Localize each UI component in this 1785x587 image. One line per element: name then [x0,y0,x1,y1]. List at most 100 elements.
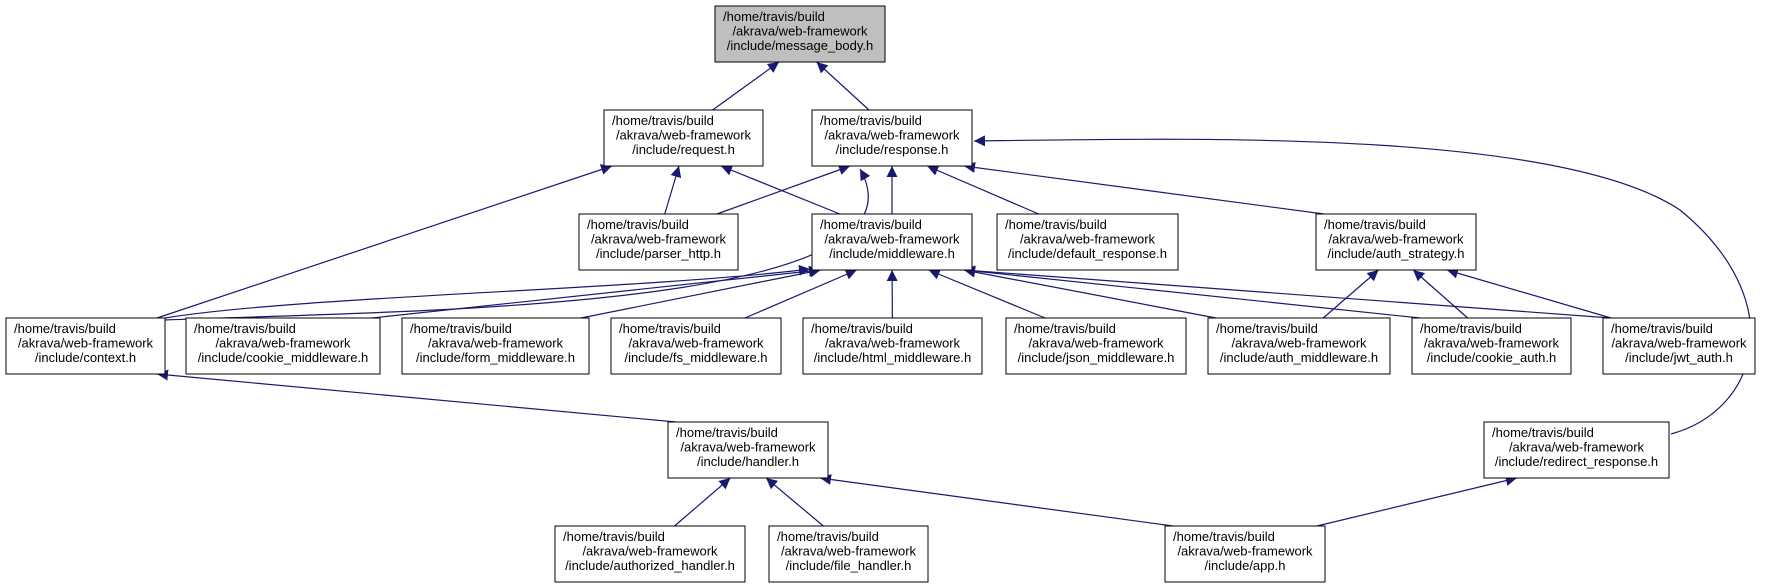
node-box [185,317,381,375]
node-label-line: /home/travis/build [820,217,922,232]
node-label-line: /home/travis/build [723,9,825,24]
edge-parser_http-to-response [716,164,851,215]
node-box [1005,317,1187,375]
node-box [811,213,973,271]
edge-auth_strategy-to-response [963,162,1325,215]
node-box [1207,317,1391,375]
node-label-line: /home/travis/build [410,321,512,336]
edge-context-to-middleware [164,264,811,319]
node-label-line: /akrava/web-framework [824,232,960,247]
edge-jwt_auth-to-auth_strategy [1446,267,1612,319]
node-label-line: /include/app.h [1205,558,1286,573]
node-form-middleware[interactable]: /home/travis/build/akrava/web-framework/… [401,317,590,375]
node-jwt-auth[interactable]: /home/travis/build/akrava/web-framework/… [1602,317,1756,375]
node-label-line: /akrava/web-framework [18,336,154,351]
node-label-line: /akrava/web-framework [680,440,816,455]
edge-auth_middleware-to-auth_strategy [1322,269,1379,319]
node-label-line: /akrava/web-framework [824,128,960,143]
node-label-line: /include/authorized_handler.h [565,558,735,573]
node-label-line: /include/html_middleware.h [814,350,972,365]
node-label-line: /include/json_middleware.h [1018,350,1175,365]
node-label-line: /akrava/web-framework [781,544,917,559]
node-html-middleware[interactable]: /home/travis/build/akrava/web-framework/… [802,317,983,375]
edge-authorized_handler-to-handler [674,477,731,527]
node-label-line: /home/travis/build [1173,529,1275,544]
node-label-line: /akrava/web-framework [1028,336,1164,351]
node-label-line: /include/file_handler.h [786,558,912,573]
node-label-line: /home/travis/build [587,217,689,232]
node-box [714,5,886,63]
node-cookie-middleware[interactable]: /home/travis/build/akrava/web-framework/… [185,317,381,375]
node-label-line: /akrava/web-framework [1020,232,1156,247]
node-box [667,421,829,479]
node-box [1411,317,1572,375]
node-json-middleware[interactable]: /home/travis/build/akrava/web-framework/… [1005,317,1187,375]
node-label-line: /akrava/web-framework [825,336,961,351]
node-response[interactable]: /home/travis/build/akrava/web-framework/… [811,109,973,167]
node-label-line: /home/travis/build [14,321,116,336]
node-box [1164,525,1326,583]
node-handler[interactable]: /home/travis/build/akrava/web-framework/… [667,421,829,479]
node-parser-http[interactable]: /home/travis/build/akrava/web-framework/… [578,213,739,271]
edge-request-to-message_body [712,61,780,111]
node-label-line: /home/travis/build [820,113,922,128]
node-middleware[interactable]: /home/travis/build/akrava/web-framework/… [811,213,973,271]
edge-default_response-to-response [926,165,1039,215]
edge-response-to-message_body [816,61,870,111]
node-label-line: /home/travis/build [563,529,665,544]
node-label-line: /include/handler.h [697,454,799,469]
node-label-line: /akrava/web-framework [1611,336,1747,351]
node-default-response[interactable]: /home/travis/build/akrava/web-framework/… [996,213,1179,271]
node-box [811,109,973,167]
node-label-line: /include/request.h [632,142,735,157]
node-label-line: /akrava/web-framework [428,336,564,351]
edge-parser_http-to-request [664,165,682,215]
edge-app-to-handler [819,474,1174,527]
node-request[interactable]: /home/travis/build/akrava/web-framework/… [603,109,764,167]
node-label-line: /include/auth_strategy.h [1327,246,1464,261]
node-fs-middleware[interactable]: /home/travis/build/akrava/web-framework/… [610,317,782,375]
edge-handler-to-context [156,369,677,423]
node-box [554,525,746,583]
node-cookie-auth[interactable]: /home/travis/build/akrava/web-framework/… [1411,317,1572,375]
node-context[interactable]: /home/travis/build/akrava/web-framework/… [5,317,166,375]
edge-form_middleware-to-middleware [580,266,821,319]
node-label-line: /home/travis/build [194,321,296,336]
node-label-line: /akrava/web-framework [616,128,752,143]
node-label-line: /akrava/web-framework [1509,440,1645,455]
node-label-line: /home/travis/build [676,425,778,440]
node-label-line: /home/travis/build [1005,217,1107,232]
node-label-line: /include/context.h [35,350,136,365]
edge-app-to-redirect_response [1316,475,1517,527]
node-label-line: /akrava/web-framework [1177,544,1313,559]
node-label-line: /include/cookie_auth.h [1427,350,1556,365]
node-label-line: /akrava/web-framework [628,336,764,351]
node-authorized-handler[interactable]: /home/travis/build/akrava/web-framework/… [554,525,746,583]
node-app[interactable]: /home/travis/build/akrava/web-framework/… [1164,525,1326,583]
edge-auth_middleware-to-middleware [963,266,1217,319]
node-label-line: /akrava/web-framework [1231,336,1367,351]
node-label-line: /akrava/web-framework [1424,336,1560,351]
edge-cookie_auth-to-auth_strategy [1412,269,1469,319]
node-box [996,213,1179,271]
node-label-line: /home/travis/build [1216,321,1318,336]
node-label-line: /include/response.h [836,142,949,157]
node-label-line: /include/message_body.h [727,38,873,53]
edge-jwt_auth-to-middleware [963,265,1612,319]
node-label-line: /home/travis/build [1611,321,1713,336]
node-label-line: /home/travis/build [811,321,913,336]
node-box [578,213,739,271]
edge-middleware-to-request [720,165,841,215]
node-label-line: /akrava/web-framework [732,24,868,39]
node-redirect-response[interactable]: /home/travis/build/akrava/web-framework/… [1483,421,1670,479]
node-box [1483,421,1670,479]
node-label-line: /home/travis/build [619,321,721,336]
node-label-line: /home/travis/build [1014,321,1116,336]
node-label-line: /include/cookie_middleware.h [198,350,369,365]
node-auth-middleware[interactable]: /home/travis/build/akrava/web-framework/… [1207,317,1391,375]
node-box [603,109,764,167]
node-file-handler[interactable]: /home/travis/build/akrava/web-framework/… [768,525,929,583]
node-auth-strategy[interactable]: /home/travis/build/akrava/web-framework/… [1315,213,1477,271]
node-label-line: /include/default_response.h [1008,246,1167,261]
node-message-body[interactable]: /home/travis/build/akrava/web-framework/… [714,5,886,63]
